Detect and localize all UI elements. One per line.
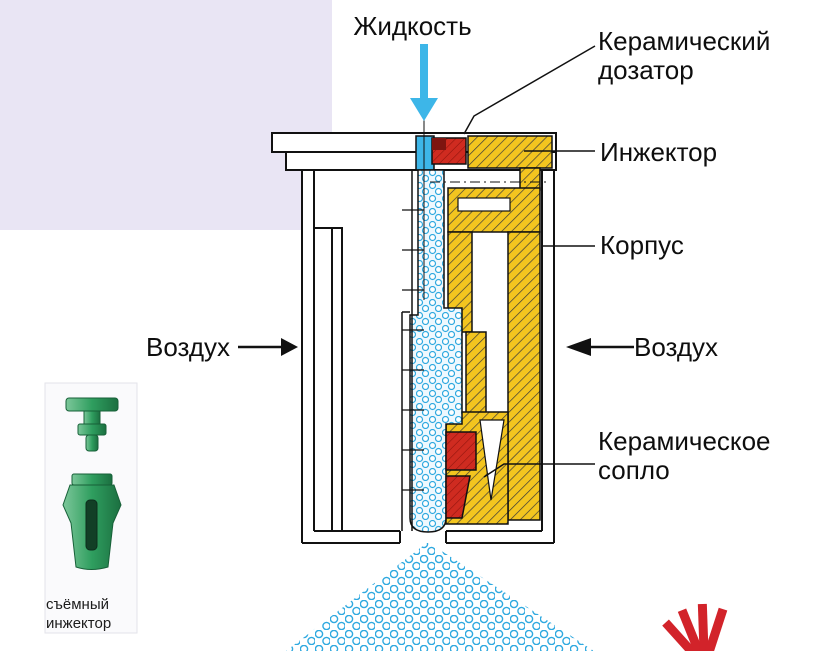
photo-removable-injector — [44, 382, 138, 634]
photo-caption-line2: инжектор — [46, 615, 112, 632]
leader-lines — [463, 45, 596, 478]
spray-cone — [286, 542, 594, 651]
photo-injector-cap-part — [65, 397, 119, 452]
leader-ceramic-doser — [463, 45, 596, 135]
label-housing: Корпус — [600, 230, 684, 260]
brand-logo-fragment — [662, 603, 728, 651]
ceramic-doser-dark — [432, 138, 446, 150]
label-ceramic-nozzle-line2: сопло — [598, 455, 670, 485]
liquid-channel — [409, 169, 463, 533]
injector-tube-lines — [401, 136, 548, 531]
leader-ceramic-nozzle — [483, 463, 595, 478]
air-arrow-right-icon — [566, 338, 634, 356]
body-outline-lines — [301, 170, 555, 544]
label-ceramic-doser-line2: дозатор — [598, 55, 694, 85]
label-ceramic-nozzle-line1: Керамическое — [598, 426, 771, 456]
ceramic-nozzle-upper — [445, 431, 477, 471]
photo-nozzle-body-part — [62, 473, 122, 570]
photo-caption-line1: съёмный — [46, 596, 109, 613]
label-injector: Инжектор — [600, 137, 718, 167]
liquid-arrow-icon — [410, 44, 438, 136]
housing-slot — [457, 197, 511, 212]
ceramic-nozzle-tip — [445, 475, 471, 519]
decor-panel — [0, 0, 332, 230]
air-arrow-left-icon — [238, 338, 298, 356]
label-air-left: Воздух — [146, 332, 231, 362]
tube-ticks — [402, 209, 424, 491]
label-air-right: Воздух — [634, 332, 719, 362]
air-mix-slot — [479, 419, 505, 501]
label-ceramic-doser-line1: Керамический — [598, 26, 771, 56]
label-liquid: Жидкость — [353, 11, 472, 41]
ceramic-parts — [431, 137, 477, 519]
